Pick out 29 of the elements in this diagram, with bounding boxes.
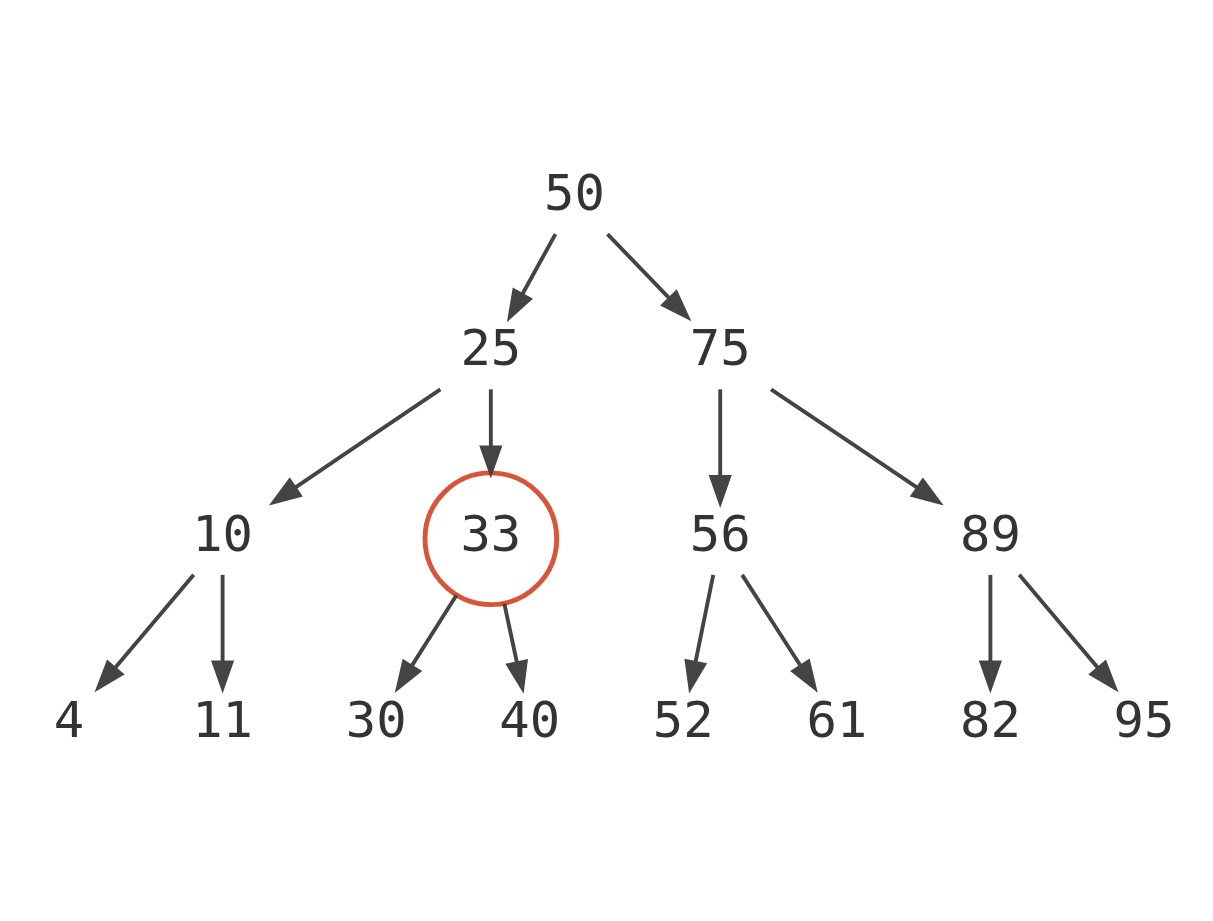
node-text: 89 [959, 503, 1021, 563]
arrow [606, 232, 692, 321]
node-text: 30 [345, 689, 407, 749]
node-text: 82 [959, 689, 1021, 749]
arrow [740, 573, 818, 693]
node-text: 61 [806, 689, 868, 749]
node-text: 4 [53, 689, 85, 749]
node-text: 75 [689, 317, 751, 377]
arrow [479, 388, 503, 479]
arrow [94, 573, 196, 692]
node-circle: 33 [422, 469, 560, 607]
arrow [684, 573, 716, 693]
node-text: 40 [499, 689, 561, 749]
node-text: 56 [689, 503, 751, 563]
arrow [978, 574, 1002, 694]
node-text: 52 [652, 689, 714, 749]
arrow [1017, 573, 1119, 692]
arrow [708, 388, 732, 508]
arrow [502, 602, 528, 694]
node-text: 11 [192, 689, 254, 749]
node-text: 50 [544, 162, 605, 222]
node-text: 95 [1113, 689, 1175, 749]
arrow [506, 232, 558, 322]
arrow [394, 593, 459, 693]
node-text: 25 [460, 317, 522, 377]
arrow [211, 574, 235, 694]
arrow [769, 387, 944, 505]
node-text: 10 [192, 503, 254, 563]
arrow [268, 387, 442, 505]
